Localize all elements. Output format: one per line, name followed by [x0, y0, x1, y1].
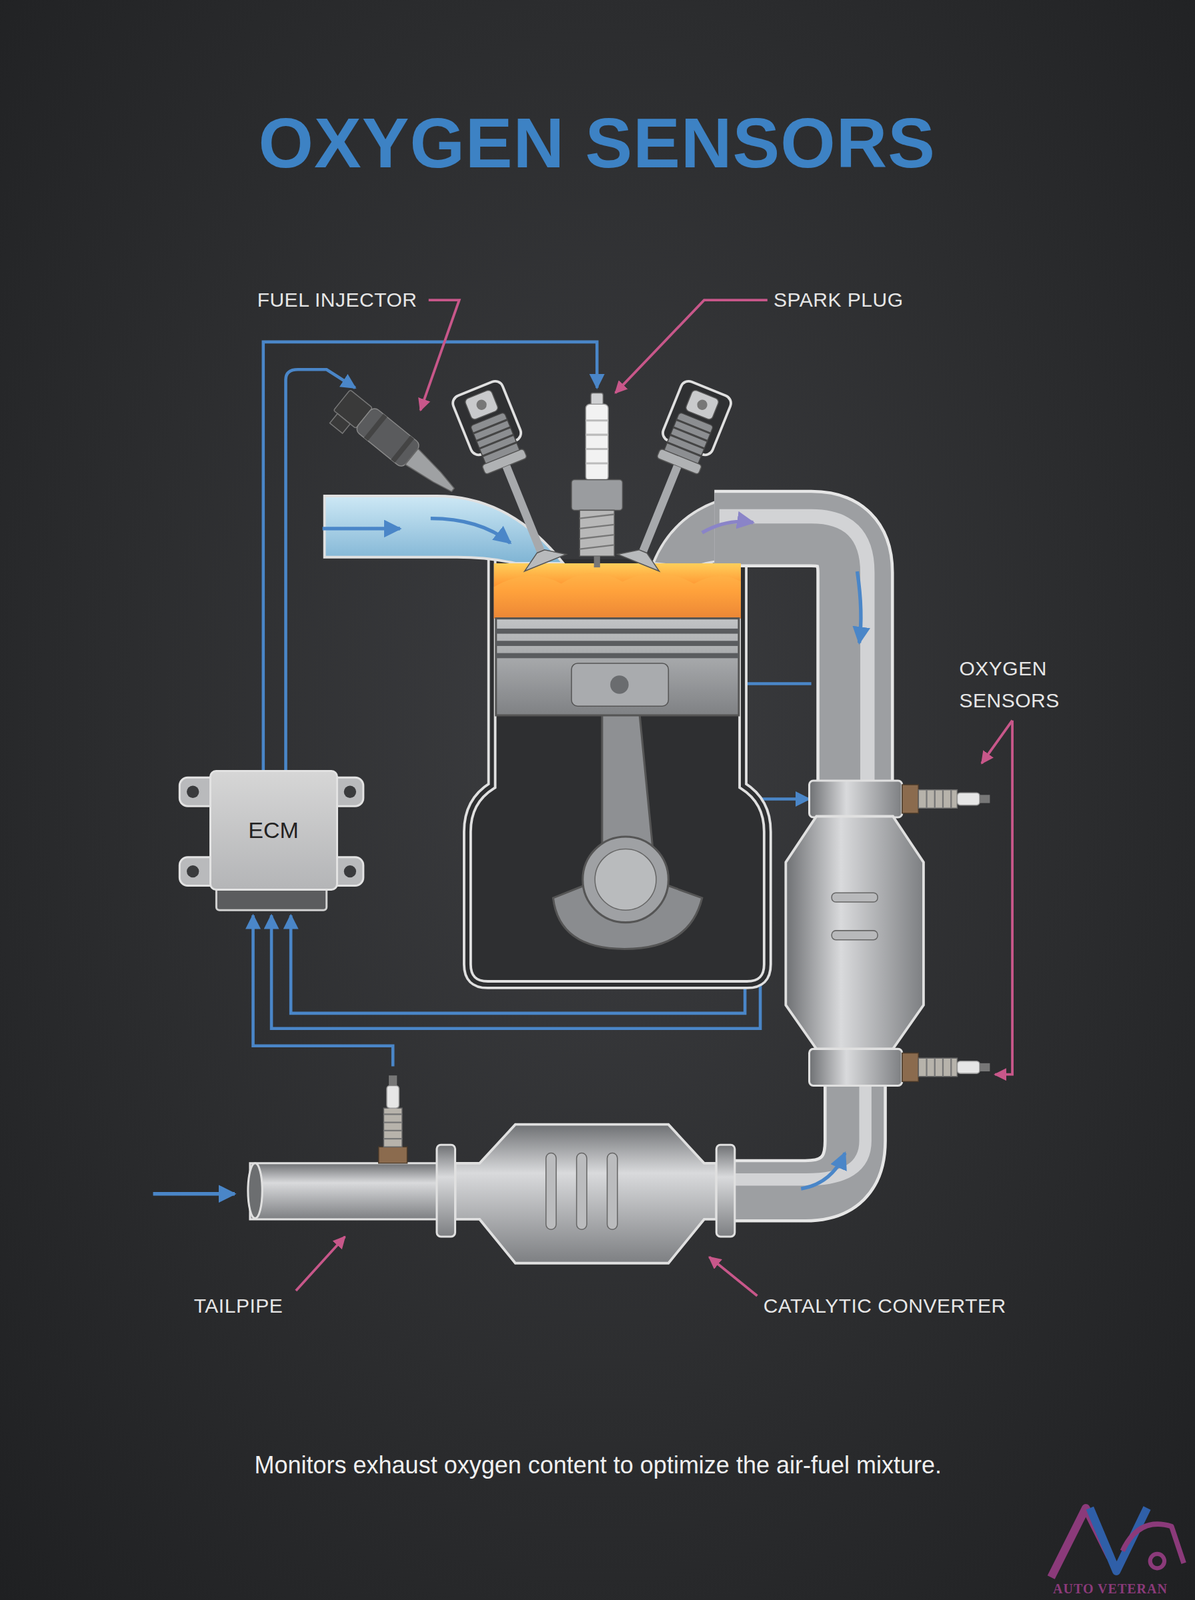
- spark-plug: [571, 392, 623, 568]
- crankshaft: [582, 836, 669, 923]
- piston-ring: [496, 653, 739, 659]
- plug-insulator: [585, 404, 609, 481]
- part-label: TAILPIPE: [194, 1290, 284, 1323]
- converter-rib: [831, 892, 878, 903]
- piston-ring: [496, 640, 739, 647]
- plug-terminal: [590, 392, 603, 405]
- diagram-title: OXYGEN SENSORS: [258, 102, 936, 184]
- logo-wheel: [1150, 1554, 1165, 1569]
- thread-line: [579, 514, 615, 550]
- injector-nozzle: [405, 448, 460, 499]
- combustion-chamber: [494, 563, 741, 619]
- sensor-collar: [809, 780, 903, 818]
- part-label: CATALYTIC CONVERTER: [763, 1290, 1007, 1323]
- flow-arrow: [800, 1152, 845, 1189]
- converter-body: [455, 1124, 717, 1264]
- oxygen-sensor: [902, 1053, 991, 1083]
- logo-v: [1089, 1508, 1147, 1572]
- fuel-injector: [326, 388, 463, 510]
- injector-ring: [364, 414, 388, 441]
- part-label: FUEL INJECTOR: [257, 284, 418, 317]
- piston-pin: [610, 675, 629, 695]
- leader-lines: [296, 300, 1013, 1297]
- plug-electrode: [594, 556, 601, 568]
- leader-line: [615, 300, 768, 393]
- flow-arrow: [702, 521, 754, 533]
- converter-body: [785, 816, 924, 1049]
- logo: [1050, 1508, 1184, 1578]
- oxygen-sensor: [378, 1075, 408, 1164]
- injector-tab: [330, 413, 351, 434]
- pipe-highlight: [726, 1081, 866, 1180]
- insulator-rib: [585, 420, 609, 464]
- converter-rib: [831, 930, 878, 941]
- tailpipe-end: [248, 1163, 263, 1220]
- converter-flange: [716, 1144, 735, 1238]
- plug-hex: [571, 479, 623, 511]
- converter-rib: [546, 1152, 557, 1230]
- pipe-highlight: [719, 516, 868, 785]
- leader-line: [709, 1257, 758, 1297]
- control-module-box: ECM: [209, 770, 339, 891]
- cylinder-wall: [467, 559, 768, 985]
- crank-journal: [594, 848, 657, 911]
- plug-thread: [579, 510, 615, 557]
- part-label: SPARK PLUG: [773, 284, 904, 317]
- piston: [496, 618, 739, 716]
- leader-line: [994, 720, 1013, 1075]
- box-text: ECM: [248, 817, 299, 844]
- converter-rib: [576, 1152, 587, 1230]
- flow-arrow: [322, 526, 401, 531]
- mounting-hole: [344, 865, 357, 878]
- mounting-hole: [186, 786, 199, 799]
- injector-wire: [285, 369, 355, 773]
- leader-line: [981, 720, 1013, 764]
- flame: [494, 572, 741, 619]
- flow-arrow: [856, 571, 861, 643]
- sensor-wire: [253, 915, 394, 1067]
- exhaust-valve: [613, 378, 733, 573]
- diagram-caption: Monitors exhaust oxygen content to optim…: [254, 1451, 943, 1480]
- leader-line: [296, 1237, 345, 1292]
- mounting-hole: [186, 865, 199, 878]
- tailpipe: [250, 1163, 447, 1220]
- flow-arrow: [153, 1192, 235, 1196]
- pin-boss: [571, 663, 669, 707]
- cylinder-wall-inner: [467, 559, 768, 985]
- flow-arrow: [430, 518, 511, 544]
- piston-ring: [496, 628, 739, 635]
- mounting-hole: [344, 786, 357, 799]
- converter-rib: [607, 1152, 618, 1230]
- part-label: OXYGEN SENSORS: [958, 652, 1092, 717]
- converter-flange: [436, 1144, 456, 1238]
- intake-valve: [450, 378, 570, 573]
- oxygen-sensor: [902, 784, 991, 814]
- watermark: AUTO VETERAN: [1052, 1581, 1168, 1597]
- leader-line: [420, 300, 459, 411]
- signal-wires: [253, 342, 812, 1067]
- sensor-collar: [809, 1048, 903, 1086]
